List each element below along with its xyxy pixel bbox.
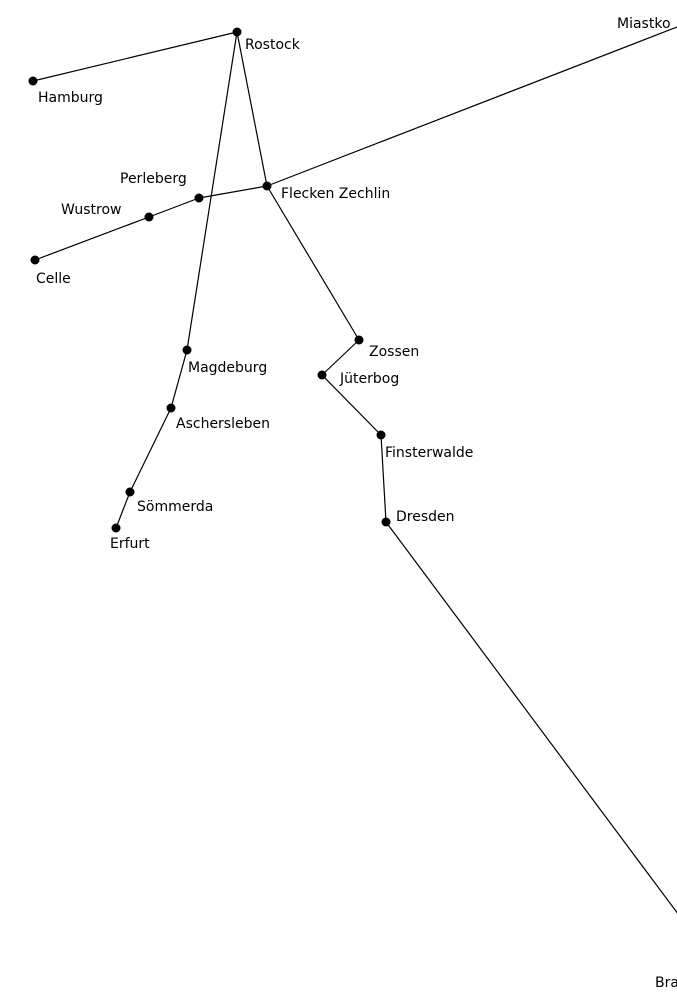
- station-label-celle: Celle: [36, 271, 71, 287]
- station-label-miastko: Miastko: [617, 16, 671, 32]
- route-line-rostock-flecken-zechlin: [236, 31, 268, 187]
- station-label-wustrow: Wustrow: [61, 202, 121, 218]
- station-label-dresden: Dresden: [396, 509, 455, 525]
- station-label-zossen: Zossen: [369, 344, 419, 360]
- station-dot-magdeburg: [182, 345, 192, 355]
- station-dot-dresden: [381, 517, 391, 527]
- route-line-rostock-magdeburg: [186, 31, 238, 351]
- route-line-magdeburg-aschersleben: [170, 349, 188, 409]
- route-line-flecken-zechlin-miastko: [266, 26, 677, 187]
- station-label-erfurt: Erfurt: [110, 536, 150, 552]
- route-line-celle-wustrow: [34, 216, 150, 261]
- station-dot-erfurt: [111, 523, 121, 533]
- route-line-wustrow-perleberg: [148, 197, 200, 218]
- station-dot-soemmerda: [125, 487, 135, 497]
- route-line-aschersleben-soemmerda: [129, 407, 172, 493]
- station-dot-rostock: [232, 27, 242, 37]
- station-dot-finsterwalde: [376, 430, 386, 440]
- route-line-dresden-bra: [385, 521, 677, 914]
- station-label-hamburg: Hamburg: [38, 90, 103, 106]
- station-dot-flecken-zechlin: [262, 181, 272, 191]
- route-line-soemmerda-erfurt: [115, 491, 131, 529]
- station-dot-aschersleben: [166, 403, 176, 413]
- route-line-flecken-zechlin-zossen: [266, 185, 360, 341]
- station-label-soemmerda: Sömmerda: [137, 499, 213, 515]
- station-label-flecken-zechlin: Flecken Zechlin: [281, 186, 390, 202]
- station-label-jueterbog: Jüterbog: [339, 371, 399, 387]
- station-dot-jueterbog: [317, 370, 327, 380]
- station-label-bra: Bra: [655, 975, 677, 991]
- station-label-perleberg: Perleberg: [120, 171, 187, 187]
- station-dot-wustrow: [144, 212, 154, 222]
- station-dot-hamburg: [28, 76, 38, 86]
- station-label-finsterwalde: Finsterwalde: [385, 445, 473, 461]
- route-line-perleberg-flecken-zechlin: [198, 185, 268, 199]
- route-line-hamburg-rostock: [32, 31, 238, 82]
- station-label-rostock: Rostock: [245, 37, 301, 53]
- station-dot-perleberg: [194, 193, 204, 203]
- station-markers: [28, 27, 391, 533]
- station-label-aschersleben: Aschersleben: [176, 416, 270, 432]
- station-dot-celle: [30, 255, 40, 265]
- station-dot-zossen: [354, 335, 364, 345]
- station-label-magdeburg: Magdeburg: [188, 360, 267, 376]
- route-line-finsterwalde-dresden: [380, 434, 387, 523]
- route-lines: [32, 26, 677, 914]
- route-line-zossen-jueterbog: [321, 339, 360, 376]
- route-line-jueterbog-finsterwalde: [321, 374, 382, 436]
